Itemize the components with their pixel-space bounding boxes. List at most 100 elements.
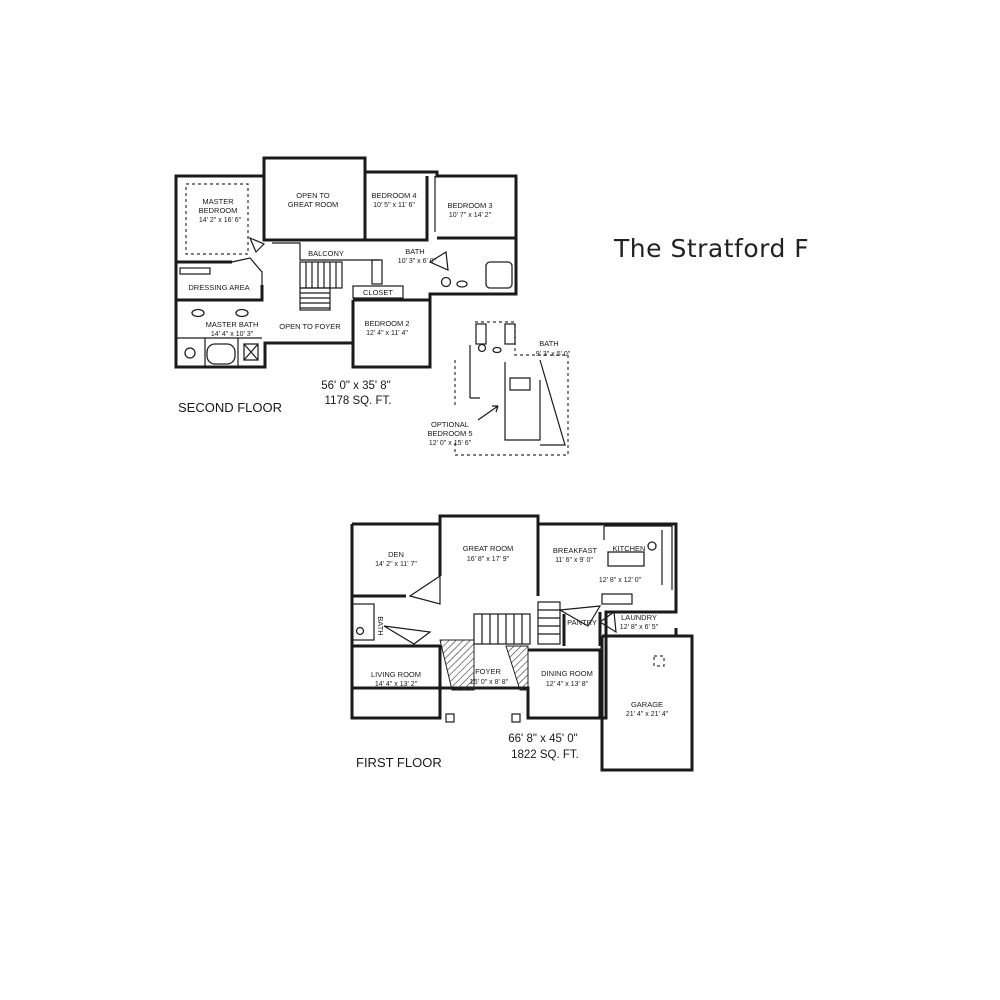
toilet-icon bbox=[184, 347, 196, 359]
hall-door-wedge-a bbox=[408, 574, 441, 605]
master-closet-outline bbox=[185, 183, 249, 255]
dressing-area-angled-wall bbox=[231, 257, 263, 285]
main-stair-run bbox=[473, 613, 531, 645]
optional-inner-wall bbox=[469, 345, 541, 441]
den-name: DEN bbox=[388, 550, 404, 559]
first-floor-main-outline bbox=[350, 524, 606, 720]
kitchen-base-cabinet bbox=[601, 593, 633, 605]
hall-toilet-icon bbox=[440, 276, 452, 288]
first-floor-area: 1822 SQ. FT. bbox=[511, 749, 579, 761]
hall-door-swing-right bbox=[428, 250, 449, 271]
first-floor-plan: DEN 14' 2" x 11' 7" GREAT ROOM 16' 8" x … bbox=[350, 514, 694, 772]
open-to-great-room-name-2: GREAT ROOM bbox=[288, 200, 339, 209]
great-room-size: 16' 8" x 17' 9" bbox=[467, 556, 510, 563]
dining-room-size: 12' 4" x 13' 8" bbox=[546, 681, 589, 688]
kitchen-island bbox=[607, 551, 645, 567]
hall-door-wedge-b bbox=[383, 625, 432, 645]
pantry-name: PANTRY bbox=[567, 618, 597, 627]
hall-door-swing-left bbox=[248, 236, 266, 254]
living-room-size: 14' 4" x 13' 2" bbox=[375, 681, 418, 688]
first-floor-label: FIRST FLOOR bbox=[356, 755, 442, 770]
optional-bedroom-plan: BATH 9' 3" x 5' 0" OPTIONAL BEDROOM 5 12… bbox=[427, 321, 571, 456]
open-to-great-room-name-1: OPEN TO bbox=[296, 191, 330, 200]
bedroom-closet-wall bbox=[426, 176, 436, 240]
dressing-area-wall bbox=[176, 285, 264, 302]
kitchen-sink-icon bbox=[647, 541, 657, 551]
main-stair-treads bbox=[481, 614, 523, 644]
optional-bath-size: 9' 3" x 5' 0" bbox=[536, 351, 571, 358]
second-floor-outer-wall bbox=[174, 156, 518, 369]
rear-stair-treads bbox=[538, 609, 560, 635]
den-size: 14' 2" x 11' 7" bbox=[375, 561, 417, 568]
master-bedroom-name-1: MASTER bbox=[202, 197, 234, 206]
dressing-area-name: DRESSING AREA bbox=[188, 283, 249, 292]
master-bedroom-size: 14' 2" x 16' 6" bbox=[199, 217, 242, 224]
balcony-name: BALCONY bbox=[308, 249, 344, 258]
garage-size: 21' 4" x 21' 4" bbox=[626, 711, 669, 718]
garage-wall bbox=[600, 628, 694, 772]
hall-bath-size: 10' 3" x 6' 0" bbox=[398, 258, 437, 265]
optional-bedroom-name-2: BEDROOM 5 bbox=[427, 429, 472, 438]
hall-sink-icon bbox=[456, 280, 468, 288]
upper-stair-treads bbox=[305, 262, 337, 288]
hall-linen bbox=[371, 259, 383, 285]
powder-bath-box bbox=[351, 603, 375, 641]
second-floor-plan: MASTER BEDROOM 14' 2" x 16' 6" OPEN TO G… bbox=[174, 156, 518, 415]
optional-bedroom-name-1: OPTIONAL bbox=[431, 420, 469, 429]
pantry-wall bbox=[562, 612, 602, 646]
bedroom-3-name: BEDROOM 3 bbox=[447, 201, 492, 210]
master-bath-size: 14' 4" x 10' 3" bbox=[211, 331, 254, 338]
kitchen-size: 12' 8" x 12' 0" bbox=[599, 577, 642, 584]
hall-bathtub-icon bbox=[485, 261, 513, 289]
bedroom-4-name: BEDROOM 4 bbox=[371, 191, 416, 200]
open-to-foyer-name: OPEN TO FOYER bbox=[279, 322, 341, 331]
bedroom-4-size: 10' 5" x 11' 6" bbox=[373, 202, 415, 209]
dining-wall bbox=[528, 648, 602, 718]
lower-stair-run bbox=[299, 287, 331, 311]
shower-cross-icon bbox=[243, 343, 259, 361]
hall-bath-name: BATH bbox=[405, 247, 424, 256]
foyer-hatch-right bbox=[505, 645, 529, 691]
dressing-counter bbox=[179, 267, 211, 275]
optional-outline bbox=[454, 321, 569, 456]
kitchen-name: KITCHEN bbox=[613, 544, 646, 553]
bedroom-3-size: 10' 7" x 14' 2" bbox=[449, 212, 492, 219]
balcony-rail bbox=[272, 242, 380, 261]
dining-room-name: DINING ROOM bbox=[541, 669, 593, 678]
hall-closet-box bbox=[352, 285, 404, 299]
shower-icon bbox=[243, 343, 259, 361]
laundry-size: 12' 8" x 6' 5" bbox=[620, 624, 659, 631]
hall-door-wedge-c bbox=[558, 605, 602, 627]
second-floor-label: SECOND FLOOR bbox=[178, 400, 282, 415]
hall-door-wedge-d bbox=[598, 610, 617, 634]
sink-right-icon bbox=[235, 308, 249, 318]
powder-bath-name: BATH bbox=[376, 616, 385, 635]
kitchen-counters bbox=[603, 525, 673, 590]
optional-arrow-icon bbox=[477, 405, 499, 421]
optional-bath-fixture-left bbox=[475, 323, 487, 345]
master-bath-partition bbox=[176, 337, 262, 367]
optional-bedroom-size: 12' 0" x 15' 6" bbox=[429, 440, 472, 447]
foyer-hatch-left bbox=[439, 639, 475, 691]
optional-angle-wall bbox=[539, 359, 566, 446]
first-floor-dimensions: 66' 8" x 45' 0" bbox=[508, 733, 577, 745]
great-room-name: GREAT ROOM bbox=[463, 544, 514, 553]
optional-closet bbox=[509, 377, 531, 391]
bedroom-2-name: BEDROOM 2 bbox=[364, 319, 409, 328]
master-bath-name: MASTER BATH bbox=[206, 320, 259, 329]
rear-stair-run bbox=[537, 601, 561, 645]
living-room-name: LIVING ROOM bbox=[371, 670, 421, 679]
bedroom-2-size: 12' 4" x 11' 4" bbox=[366, 330, 408, 337]
master-bedroom-name-2: BEDROOM bbox=[199, 206, 238, 215]
optional-toilet-icon bbox=[477, 343, 487, 353]
garage-name: GARAGE bbox=[631, 700, 663, 709]
breakfast-size: 11' 6" x 9' 0" bbox=[555, 557, 593, 564]
closet-name: CLOSET bbox=[363, 288, 393, 297]
sink-left-icon bbox=[191, 308, 205, 318]
bathtub-icon bbox=[206, 343, 236, 365]
breakfast-name: BREAKFAST bbox=[553, 546, 598, 555]
lower-stair-treads bbox=[300, 292, 330, 309]
foyer-size: 15' 0" x 8' 8" bbox=[470, 679, 509, 686]
optional-bath-name: BATH bbox=[539, 339, 558, 348]
